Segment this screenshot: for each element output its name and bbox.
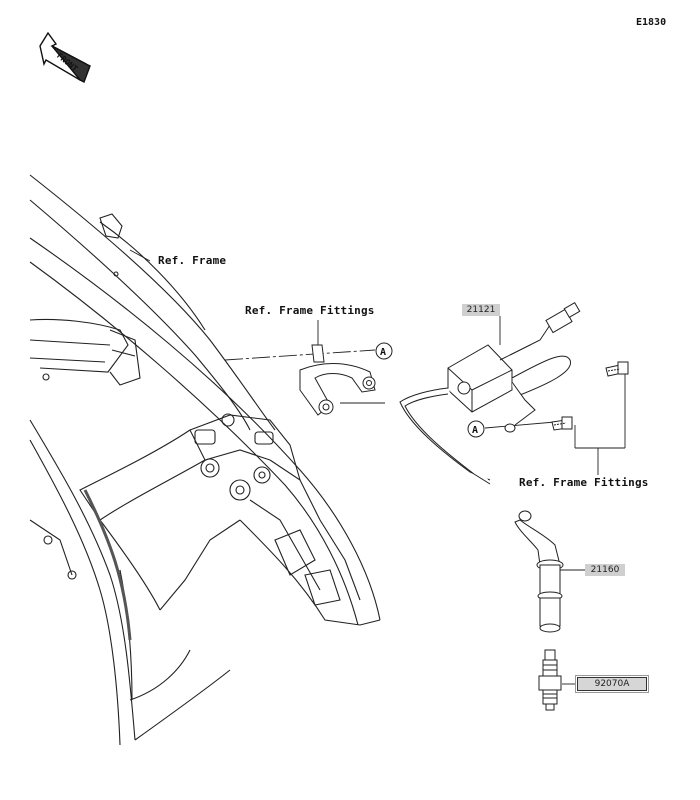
front-arrow-icon: FRONT [39,31,91,83]
coil-bracket [299,344,376,416]
ref-frame-fittings-label-top: Ref. Frame Fittings [245,304,375,317]
part-number-ignition-coil[interactable]: 21121 [462,304,500,316]
svg-text:A: A [472,425,478,436]
leader-lines [129,249,626,571]
bolt-lower [551,416,573,431]
part-number-spark-plug[interactable]: 92070A [575,675,649,693]
ignition-coil [399,301,581,485]
part-number-plug-cap[interactable]: 21160 [585,564,625,576]
spark-plug-cap [514,510,564,633]
callout-a-top: A [375,342,393,360]
ref-frame-label: Ref. Frame [158,254,227,267]
diagram-code: E1830 [636,17,667,28]
ref-frame-fittings-label-right: Ref. Frame Fittings [519,476,649,489]
svg-text:A: A [380,347,386,358]
callout-a-right: A [467,420,485,438]
bolt-upper [605,361,629,377]
frame [29,174,381,746]
spark-plug [538,649,562,711]
